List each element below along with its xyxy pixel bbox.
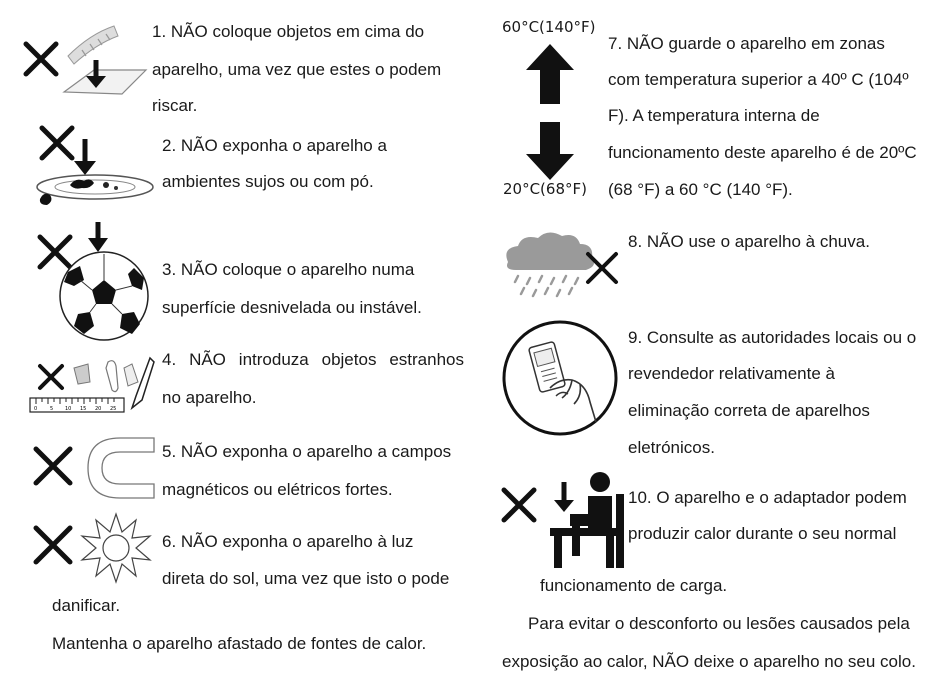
- sun-icon: [80, 512, 152, 584]
- temp-low-label: 20°C(68°F): [503, 180, 587, 198]
- item-8-line-1: 8. NÃO use o aparelho à chuva.: [628, 232, 870, 251]
- foreign-objects-icon: 0 5 10 15 20 25: [29, 356, 155, 413]
- ruler-tick-4: 20: [95, 406, 101, 412]
- item-2-line-1: 2. NÃO exponha o aparelho a: [162, 136, 387, 155]
- temp-high-label: 60°C(140°F): [502, 18, 596, 36]
- item-4-line-1: 4. NÃO introduza objetos estranhos: [162, 350, 464, 369]
- ruler-tick-0: 0: [34, 406, 37, 412]
- item-3-line-2: superfície desnivelada ou instável.: [162, 298, 422, 317]
- heat-note: Mantenha o aparelho afastado de fontes d…: [52, 634, 427, 653]
- item-3-line-1: 3. NÃO coloque o aparelho numa: [162, 260, 415, 279]
- item-5-line-1: 5. NÃO exponha o aparelho a campos: [162, 442, 452, 461]
- item-7-line-1: 7. NÃO guarde o aparelho em zonas: [608, 34, 885, 53]
- item-9-line-1: 9. Consulte as autoridades locais ou o: [628, 328, 917, 347]
- soccer-ball-icon: [59, 251, 149, 341]
- item-1-line-2: aparelho, uma vez que estes o podem: [152, 60, 442, 79]
- item-6-line-3: danificar.: [52, 596, 121, 615]
- closing-line-1: Para evitar o desconforto ou lesões caus…: [528, 614, 910, 633]
- prohibit-x-icon: [501, 487, 537, 523]
- ruler-tick-3: 15: [80, 406, 86, 412]
- item-7-line-4: funcionamento deste aparelho é de 20ºC: [608, 143, 917, 162]
- item-7-line-5: (68 °F) a 60 °C (140 °F).: [608, 180, 793, 199]
- item-4-line-2: no aparelho.: [162, 388, 257, 407]
- item-10-line-2: produzir calor durante o seu normal: [628, 524, 897, 543]
- prohibit-x-icon: [23, 41, 59, 77]
- prohibit-x-icon: [38, 364, 64, 390]
- item-5-line-2: magnéticos ou elétricos fortes.: [162, 480, 393, 499]
- prohibit-x-icon: [39, 125, 75, 161]
- ruler-tick-2: 10: [65, 406, 71, 412]
- dust-icon: [36, 139, 154, 205]
- person-sitting-icon: [550, 472, 624, 568]
- item-2-line-2: ambientes sujos ou com pó.: [162, 172, 374, 191]
- down-arrow-icon: [88, 222, 108, 252]
- item-1-line-3: riscar.: [152, 96, 198, 115]
- prohibit-x-icon: [37, 234, 73, 270]
- recycle-phone-hand-icon: [502, 320, 618, 436]
- magnet-icon: [87, 437, 155, 499]
- temperature-arrows-icon: [526, 44, 574, 180]
- item-1-line-1: 1. NÃO coloque objetos em cima do: [152, 22, 425, 41]
- item-9-line-4: eletrónicos.: [628, 438, 715, 457]
- object-on-surface-icon: [62, 25, 148, 95]
- item-10-line-3: funcionamento de carga.: [540, 576, 728, 595]
- ruler-tick-5: 25: [110, 406, 116, 412]
- item-9-line-2: revendedor relativamente à: [628, 364, 835, 383]
- item-7-line-3: F). A temperatura interna de: [608, 106, 820, 125]
- item-6-line-2: direta do sol, uma vez que isto o pode: [162, 569, 450, 588]
- ruler-tick-1: 5: [50, 406, 53, 412]
- closing-line-2: exposição ao calor, NÃO deixe o aparelho…: [502, 652, 916, 671]
- prohibit-x-icon: [33, 446, 73, 486]
- item-10-line-1: 10. O aparelho e o adaptador podem: [628, 488, 907, 507]
- item-6-line-1: 6. NÃO exponha o aparelho à luz: [162, 532, 414, 551]
- item-9-line-3: eliminação correta de aparelhos: [628, 401, 870, 420]
- prohibit-x-icon: [33, 525, 73, 565]
- rain-cloud-icon: [506, 232, 618, 298]
- item-7-line-2: com temperatura superior a 40º C (104º: [608, 70, 909, 89]
